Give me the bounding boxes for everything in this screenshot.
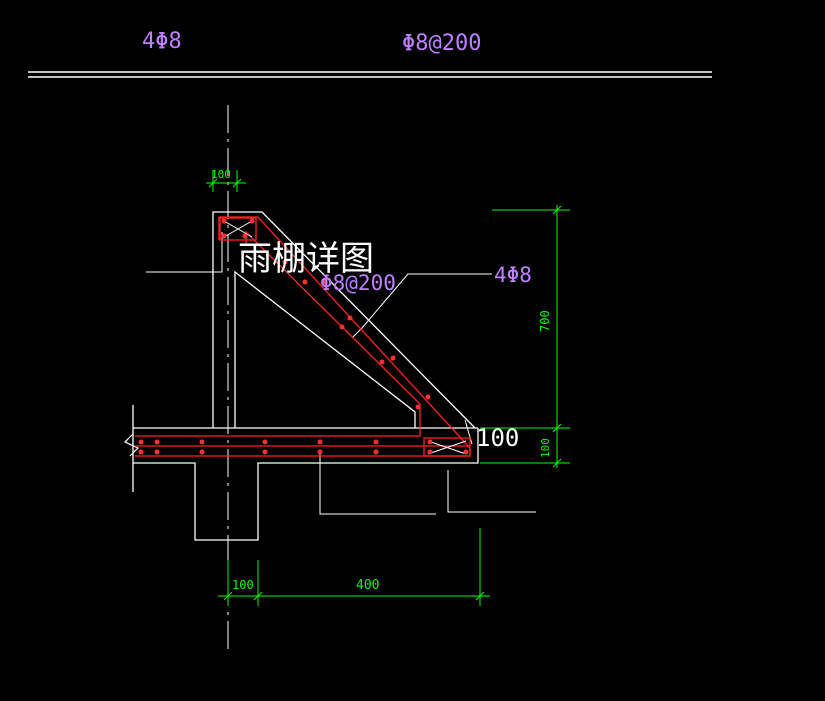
rebar-dot <box>221 233 227 239</box>
rebar-dot <box>317 449 323 455</box>
dim-tick <box>232 178 242 188</box>
rebar-dot <box>154 449 160 455</box>
rebar-dot <box>425 394 431 400</box>
rebar-dot <box>262 439 268 445</box>
callout-longitudinal-label: 4Φ8 <box>494 263 532 287</box>
leader-longitudinal <box>351 273 492 339</box>
rebar-dot <box>242 233 248 239</box>
dim-wall-thickness: 100 <box>232 578 254 592</box>
rebar-dot <box>154 439 160 445</box>
cross-tie-end-b <box>427 440 467 455</box>
dim-tick <box>208 178 218 188</box>
rebar-dot <box>379 359 385 365</box>
rebar-dot <box>199 439 205 445</box>
rebar-dot <box>322 279 328 285</box>
rebar-dot <box>415 404 421 410</box>
rebar-dot <box>427 449 433 455</box>
dim-tick <box>475 591 485 601</box>
rebar-dot <box>427 439 433 445</box>
dim-slab-thickness: 100 <box>539 438 552 458</box>
dim-height: 700 <box>538 310 552 332</box>
dim-tick <box>552 205 562 215</box>
dim-tick <box>552 423 562 433</box>
rebar-dot <box>339 324 345 330</box>
slab-and-wall-outline <box>133 428 479 541</box>
rebar-dot <box>282 259 288 265</box>
rebar-dot <box>249 218 255 224</box>
leader-lines <box>146 232 536 515</box>
header-longitudinal-label: 4Φ8 <box>142 29 182 54</box>
rebar-dot <box>302 279 308 285</box>
dim-top-width: 100 <box>211 168 231 181</box>
dim-cantilever-length: 400 <box>356 578 379 593</box>
dimension-lines <box>206 170 570 606</box>
dim-tick <box>253 591 263 601</box>
leader-side-note <box>464 419 473 445</box>
dim-tick <box>223 591 233 601</box>
cross-tie-icon <box>223 220 467 455</box>
rebar-dot <box>262 449 268 455</box>
rebar-dot <box>373 439 379 445</box>
rebar-dot <box>373 449 379 455</box>
rebar-dot <box>138 449 144 455</box>
cross-tie-top-b <box>223 220 253 238</box>
callout-stirrup-label: Φ8@200 <box>320 271 396 295</box>
side-note: 100 <box>476 424 519 452</box>
rebar-dot <box>221 218 227 224</box>
rebar-end-stirrup <box>423 437 471 457</box>
dim-tick <box>552 458 562 468</box>
rebar-dot <box>199 449 205 455</box>
rebar-dot <box>138 439 144 445</box>
bracket-inner-edge <box>234 270 416 428</box>
rebar-dot <box>390 355 396 361</box>
rebar-dot <box>347 315 353 321</box>
rebar-top-stirrup <box>219 217 257 241</box>
rebar-dot-icon <box>138 218 469 455</box>
rebar-dot <box>463 449 469 455</box>
leader-wall <box>146 232 223 273</box>
leader-slab-bottom <box>319 452 436 515</box>
leader-slab-edge <box>447 470 536 513</box>
rebar-outer <box>135 216 471 457</box>
rebar-dot <box>317 439 323 445</box>
header-stirrup-label: Φ8@200 <box>402 31 481 56</box>
drawing-title: 雨棚详图 <box>238 239 374 279</box>
section-break-icon <box>123 433 140 457</box>
